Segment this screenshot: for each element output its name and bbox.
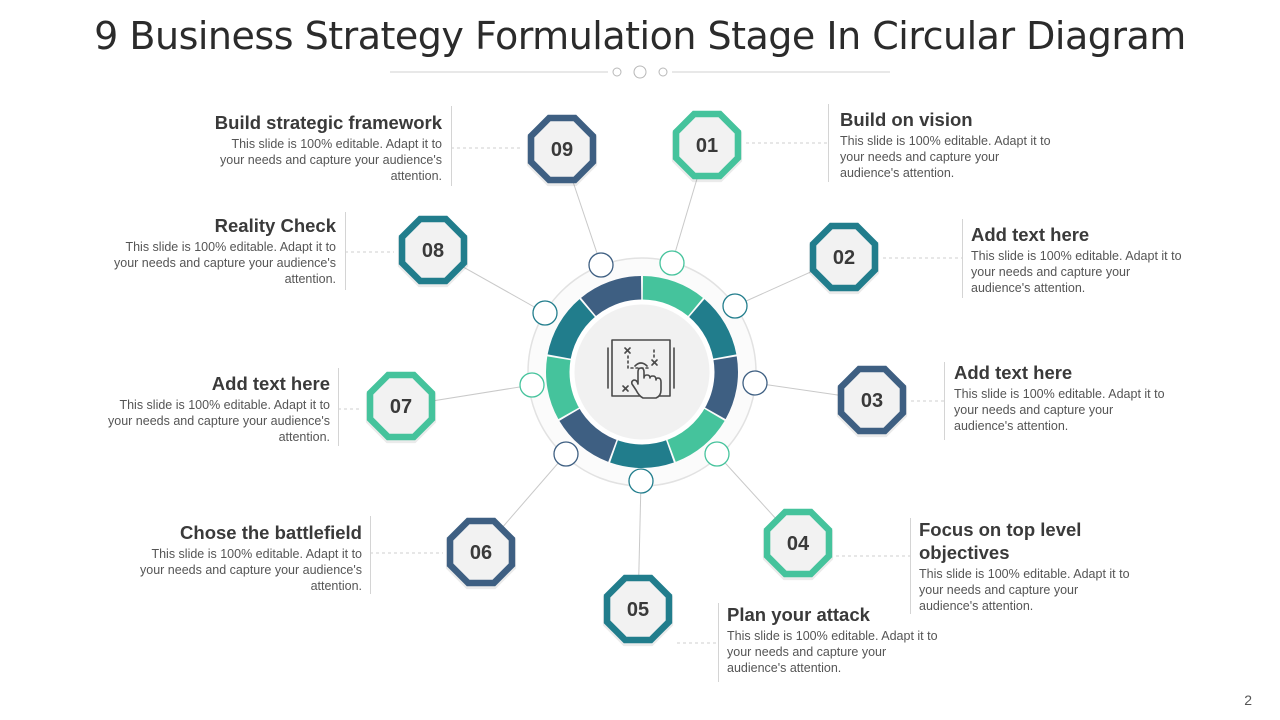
connector-dot: [628, 468, 654, 494]
stage-heading: Reality Check: [214, 215, 336, 236]
badge-face: [770, 515, 826, 571]
connector-dots: [519, 250, 768, 494]
stage-number: 07: [390, 396, 412, 418]
text-divider: [718, 603, 719, 682]
stage-description: This slide is 100% editable. Adapt it to…: [114, 240, 336, 286]
stage-badge-09: 09: [526, 114, 598, 187]
stage-badge-08: 08: [397, 215, 469, 288]
ring-segment: [559, 407, 618, 462]
ring-segment: [642, 276, 703, 318]
stage-number: 05: [627, 599, 649, 621]
badge-face: [453, 524, 509, 580]
ring-segment: [546, 356, 582, 420]
stage-badge-02: 02: [808, 222, 880, 295]
stage-badge-07: 07: [365, 371, 437, 444]
connector-dot: [722, 293, 748, 319]
ring-segment: [610, 438, 674, 468]
text-divider: [451, 106, 452, 186]
connector-dot: [519, 372, 545, 398]
page-title: 9 Business Strategy Formulation Stage In…: [94, 14, 1186, 58]
badge-face: [534, 121, 590, 177]
stage-description: This slide is 100% editable. Adapt it to…: [919, 567, 1130, 613]
stage-heading: Add text here: [211, 373, 330, 394]
badge-face: [405, 222, 461, 278]
stage-heading: Add text here: [954, 362, 1073, 383]
stage-number: 08: [422, 240, 444, 262]
connector-dot: [704, 441, 730, 467]
title-divider: [390, 65, 890, 79]
badge-face: [844, 372, 900, 428]
connector-dot: [553, 441, 579, 467]
text-divider: [910, 518, 911, 614]
stage-number: 04: [787, 533, 810, 555]
stage-heading: Build strategic framework: [214, 112, 442, 133]
badge-face: [373, 378, 429, 434]
ring-segment: [687, 299, 737, 360]
stage-badges: 01 02 03 04 05 06 07 08 09: [365, 110, 908, 647]
ring-segment: [547, 299, 597, 360]
stage-number: 01: [696, 135, 718, 157]
strategy-board-hand-icon: [607, 339, 675, 399]
page-number: 2: [1244, 692, 1252, 708]
stage-description: This slide is 100% editable. Adapt it to…: [954, 387, 1165, 433]
stage-heading: Focus on top level objectives: [919, 519, 1082, 563]
badge-face: [679, 117, 735, 173]
connector-dot: [659, 250, 685, 276]
stage-badge-01: 01: [671, 110, 743, 183]
badge-face: [816, 229, 872, 285]
ring-segment: [666, 407, 725, 462]
connector-dot: [532, 300, 558, 326]
stage-description: This slide is 100% editable. Adapt it to…: [840, 134, 1051, 180]
stage-number: 09: [551, 139, 573, 161]
stage-number: 03: [861, 390, 883, 412]
stage-badge-04: 04: [762, 508, 834, 581]
badge-face: [610, 581, 666, 637]
stage-heading: Plan your attack: [727, 604, 870, 625]
stage-description: This slide is 100% editable. Adapt it to…: [727, 629, 938, 675]
stage-number: 02: [833, 247, 855, 269]
stage-number: 06: [470, 542, 492, 564]
stage-description: This slide is 100% editable. Adapt it to…: [108, 398, 330, 444]
text-divider: [338, 368, 339, 446]
segment-ring: [546, 276, 738, 468]
text-divider: [962, 219, 963, 298]
text-divider: [370, 516, 371, 594]
ring-segment: [702, 356, 738, 420]
stage-heading: Build on vision: [840, 109, 973, 130]
connector-dot: [742, 370, 768, 396]
stage-description: This slide is 100% editable. Adapt it to…: [971, 249, 1182, 295]
connector-dot: [588, 252, 614, 278]
text-divider: [345, 212, 346, 290]
stage-heading: Chose the battlefield: [180, 522, 362, 543]
stage-badge-05: 05: [602, 574, 674, 647]
text-divider: [828, 104, 829, 182]
stage-badge-03: 03: [836, 365, 908, 438]
stage-description: This slide is 100% editable. Adapt it to…: [140, 547, 362, 593]
text-divider: [944, 362, 945, 440]
ring-segment: [581, 276, 642, 318]
stage-description: This slide is 100% editable. Adapt it to…: [220, 137, 442, 183]
stage-heading: Add text here: [971, 224, 1090, 245]
stage-badge-06: 06: [445, 517, 517, 590]
